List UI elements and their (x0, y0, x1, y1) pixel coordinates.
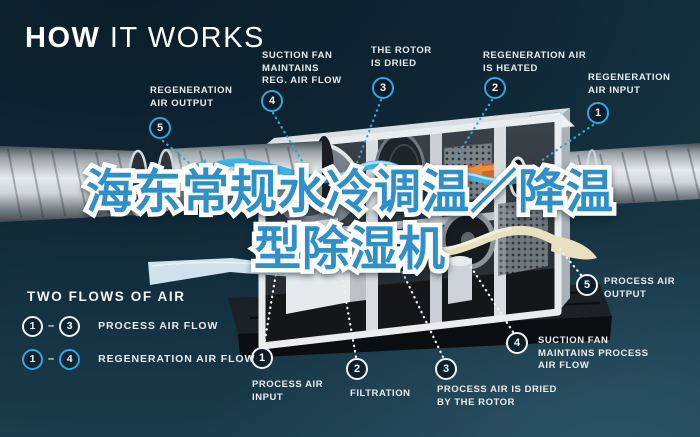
legend-label-process: PROCESS AIR FLOW (98, 320, 219, 332)
process-badge-5: 5 (576, 274, 598, 296)
legend-badge-regen-to: 4 (59, 348, 81, 370)
overlay-title: 海东常规水冷调温／降温 海东常规水冷调温／降温 型除湿机 型除湿机 (0, 161, 700, 280)
left-duct-inner (156, 136, 334, 212)
legend-row-regen: 1 – 4 REGENERATION AIR FLOW (22, 348, 255, 370)
regen-label-5: REGENERATION AIR OUTPUT (150, 85, 233, 109)
regen-label-4: SUCTION FAN MAINTAINS REG. AIR FLOW (262, 50, 342, 87)
overlay-line2-outline: 型除湿机 (250, 218, 450, 280)
process-label-1: PROCESS AIR INPUT (252, 379, 324, 403)
overlay-title-line2: 型除湿机 型除湿机 (0, 218, 700, 280)
left-duct-outer (0, 146, 149, 222)
process-badge-1: 1 (251, 347, 273, 369)
legend-row-process: 1 – 3 PROCESS AIR FLOW (22, 315, 255, 337)
process-label-4: SUCTION FAN MAINTAINS PROCESS AIR FLOW (538, 335, 649, 372)
legend-label-regen: REGENERATION AIR FLOW (98, 353, 256, 365)
process-label-5: PROCESS AIR OUTPUT (604, 276, 676, 300)
overlay-line2-text: 型除湿机 (254, 222, 446, 275)
regen-badge-5: 5 (149, 117, 171, 139)
process-badge-3: 3 (435, 358, 457, 380)
process-label-2: FILTRATION (350, 388, 411, 399)
overlay-line1-text: 海东常规水冷调温／降温 (86, 165, 614, 218)
legend: TWO FLOWS OF AIR 1 – 3 PROCESS AIR FLOW … (22, 289, 255, 370)
regen-callout-lines (161, 98, 595, 179)
regen-label-3: THE ROTOR IS DRIED (371, 45, 432, 69)
process-badge-2: 2 (346, 358, 368, 380)
process-badge-4: 4 (506, 332, 528, 354)
regen-branch-arrowhead-icon (240, 181, 260, 197)
regen-badge-3: 3 (372, 77, 394, 99)
overlay-title-line1: 海东常规水冷调温／降温 海东常规水冷调温／降温 (0, 161, 700, 223)
process-callout-lines (262, 246, 583, 359)
regen-badge-4: 4 (261, 90, 283, 112)
regen-output-arrowhead-icon (172, 159, 208, 187)
legend-separator: – (48, 353, 55, 365)
overlay-line1-outline: 海东常规水冷调温／降温 (82, 161, 618, 223)
regen-badge-2: 2 (484, 77, 506, 99)
legend-badge-process-to: 3 (59, 315, 81, 337)
page-title-bold: HOW (25, 22, 101, 54)
regen-label-1: REGENERATION AIR INPUT (588, 72, 671, 96)
legend-badge-regen-from: 1 (22, 348, 43, 370)
page-title: HOW IT WORKS (25, 22, 265, 55)
machine-cabinet (258, 108, 576, 350)
legend-heading: TWO FLOWS OF AIR (27, 289, 186, 304)
regen-badge-1: 1 (587, 102, 609, 124)
legend-badge-process-from: 1 (22, 315, 43, 337)
regen-label-2: REGENERATION AIR IS HEATED (483, 50, 587, 74)
page-title-light: IT WORKS (100, 22, 265, 54)
process-label-3: PROCESS AIR IS DRIED BY THE ROTOR (437, 384, 557, 408)
process-air-input-arrow (148, 258, 294, 285)
legend-separator: – (48, 320, 55, 332)
